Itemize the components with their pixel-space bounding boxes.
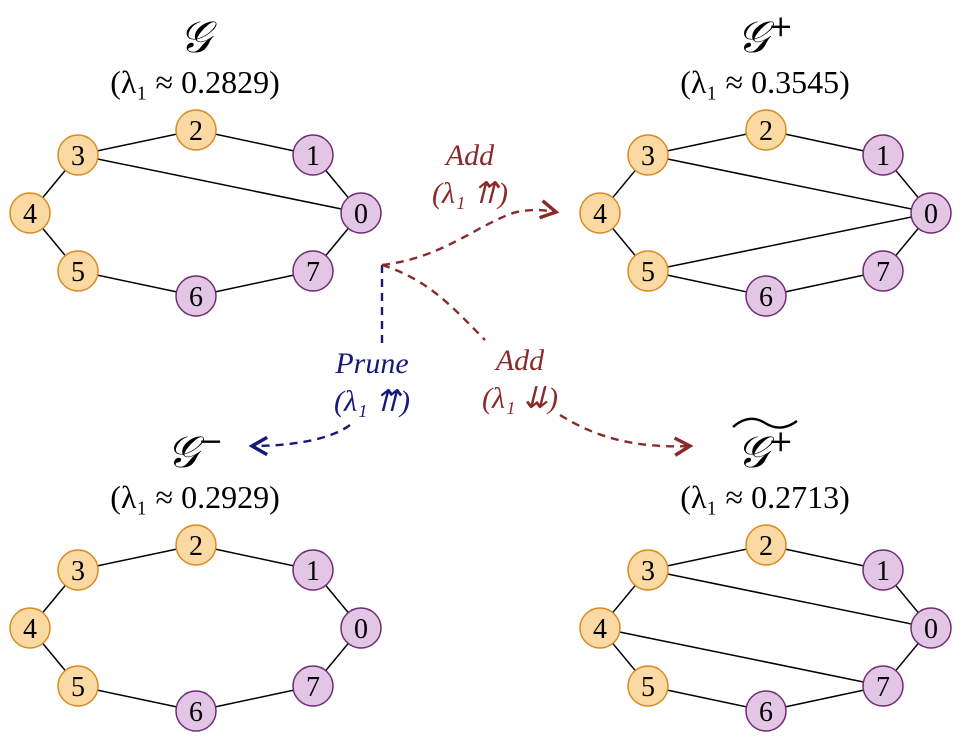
graph-node xyxy=(292,665,334,707)
graph-node xyxy=(627,665,669,707)
graph-node xyxy=(175,275,217,317)
node-label: 5 xyxy=(641,257,655,288)
graph-node xyxy=(745,690,787,732)
node-label: 5 xyxy=(71,257,85,288)
prune-label: Prune xyxy=(334,347,408,380)
graph-subtitle: (λ₁ ≈ 0.2713) xyxy=(680,479,850,515)
node-label: 2 xyxy=(189,531,203,562)
graph-title: 𝒢+ xyxy=(737,9,793,63)
graph-node xyxy=(57,549,99,591)
node-label: 0 xyxy=(924,614,938,645)
node-label: 7 xyxy=(306,672,320,703)
node-label: 7 xyxy=(306,257,320,288)
node-label: 4 xyxy=(593,614,607,645)
node-label: 4 xyxy=(23,199,37,230)
node-label: 1 xyxy=(306,141,320,172)
graph-node xyxy=(292,134,334,176)
node-label: 6 xyxy=(189,697,203,728)
graph-node xyxy=(57,665,99,707)
node-label: 7 xyxy=(876,672,890,703)
graph-edge xyxy=(647,212,932,272)
node-label: 4 xyxy=(593,199,607,230)
node-label: 1 xyxy=(876,141,890,172)
graph-edge xyxy=(599,627,884,687)
prune-sublabel: (λ₁ ⇈) xyxy=(334,385,410,418)
graph-g-plus: 𝒢+(λ₁ ≈ 0.3545) 0 1 2 3 4 5 6 7 xyxy=(579,9,952,317)
node-label: 3 xyxy=(641,141,655,172)
graph-node xyxy=(745,275,787,317)
node-label: 2 xyxy=(759,116,773,147)
graph-edge xyxy=(647,569,932,629)
add-up-arrow xyxy=(381,199,560,267)
graph-node xyxy=(627,549,669,591)
graph-node xyxy=(9,192,51,234)
graph-node xyxy=(340,607,382,649)
graph-edge xyxy=(647,154,932,214)
graph-g: 𝒢(λ₁ ≈ 0.2829) 0 1 2 3 4 5 6 7 xyxy=(9,12,382,317)
graph-node xyxy=(57,134,99,176)
arrows xyxy=(252,199,690,446)
graph-node xyxy=(579,607,621,649)
node-label: 7 xyxy=(876,257,890,288)
graph-node xyxy=(175,524,217,566)
graph-subtitle: (λ₁ ≈ 0.3545) xyxy=(680,64,850,100)
graph-title: 𝒢− xyxy=(167,424,223,478)
node-label: 3 xyxy=(71,556,85,587)
node-label: 6 xyxy=(759,697,773,728)
add-up-sublabel: (λ₁ ⇈) xyxy=(432,177,508,210)
graph-node xyxy=(745,109,787,151)
graph-g-minus: 𝒢−(λ₁ ≈ 0.2929) 0 1 2 3 4 5 6 7 xyxy=(9,424,382,732)
node-label: 0 xyxy=(354,199,368,230)
node-label: 1 xyxy=(876,556,890,587)
node-label: 0 xyxy=(354,614,368,645)
node-label: 3 xyxy=(641,556,655,587)
graph-node xyxy=(627,250,669,292)
prune-arrow xyxy=(252,265,384,446)
node-label: 2 xyxy=(189,116,203,147)
graph-node xyxy=(175,109,217,151)
graph-node xyxy=(292,250,334,292)
add-up-label: Add xyxy=(444,139,495,172)
graph-subtitle: (λ₁ ≈ 0.2929) xyxy=(110,479,280,515)
graph-node xyxy=(57,250,99,292)
graph-title: 𝒢 xyxy=(179,12,217,63)
title-tilde xyxy=(732,417,798,429)
graph-edge xyxy=(77,154,362,214)
graph-node xyxy=(745,524,787,566)
node-label: 4 xyxy=(23,614,37,645)
graph-g-plus-tilde: 𝒢+(λ₁ ≈ 0.2713) 0 1 2 3 4 5 6 7 xyxy=(579,417,952,732)
graph-node xyxy=(862,665,904,707)
add-down-label: Add xyxy=(494,344,545,377)
node-label: 6 xyxy=(189,282,203,313)
node-label: 0 xyxy=(924,199,938,230)
graph-subtitle: (λ₁ ≈ 0.2829) xyxy=(110,64,280,100)
node-label: 6 xyxy=(759,282,773,313)
graph-node xyxy=(579,192,621,234)
graph-node xyxy=(862,134,904,176)
graph-node xyxy=(862,549,904,591)
graph-node xyxy=(175,690,217,732)
graph-node xyxy=(292,549,334,591)
node-label: 3 xyxy=(71,141,85,172)
graph-title: 𝒢+ xyxy=(737,424,793,478)
graph-node xyxy=(627,134,669,176)
node-label: 5 xyxy=(71,672,85,703)
graph-node xyxy=(862,250,904,292)
graph-node xyxy=(910,607,952,649)
node-label: 5 xyxy=(641,672,655,703)
node-label: 2 xyxy=(759,531,773,562)
add-down-arrow xyxy=(381,263,690,446)
node-label: 1 xyxy=(306,556,320,587)
graph-node xyxy=(910,192,952,234)
graph-node xyxy=(340,192,382,234)
graph-node xyxy=(9,607,51,649)
add-down-sublabel: (λ₁ ⇊) xyxy=(482,382,558,415)
